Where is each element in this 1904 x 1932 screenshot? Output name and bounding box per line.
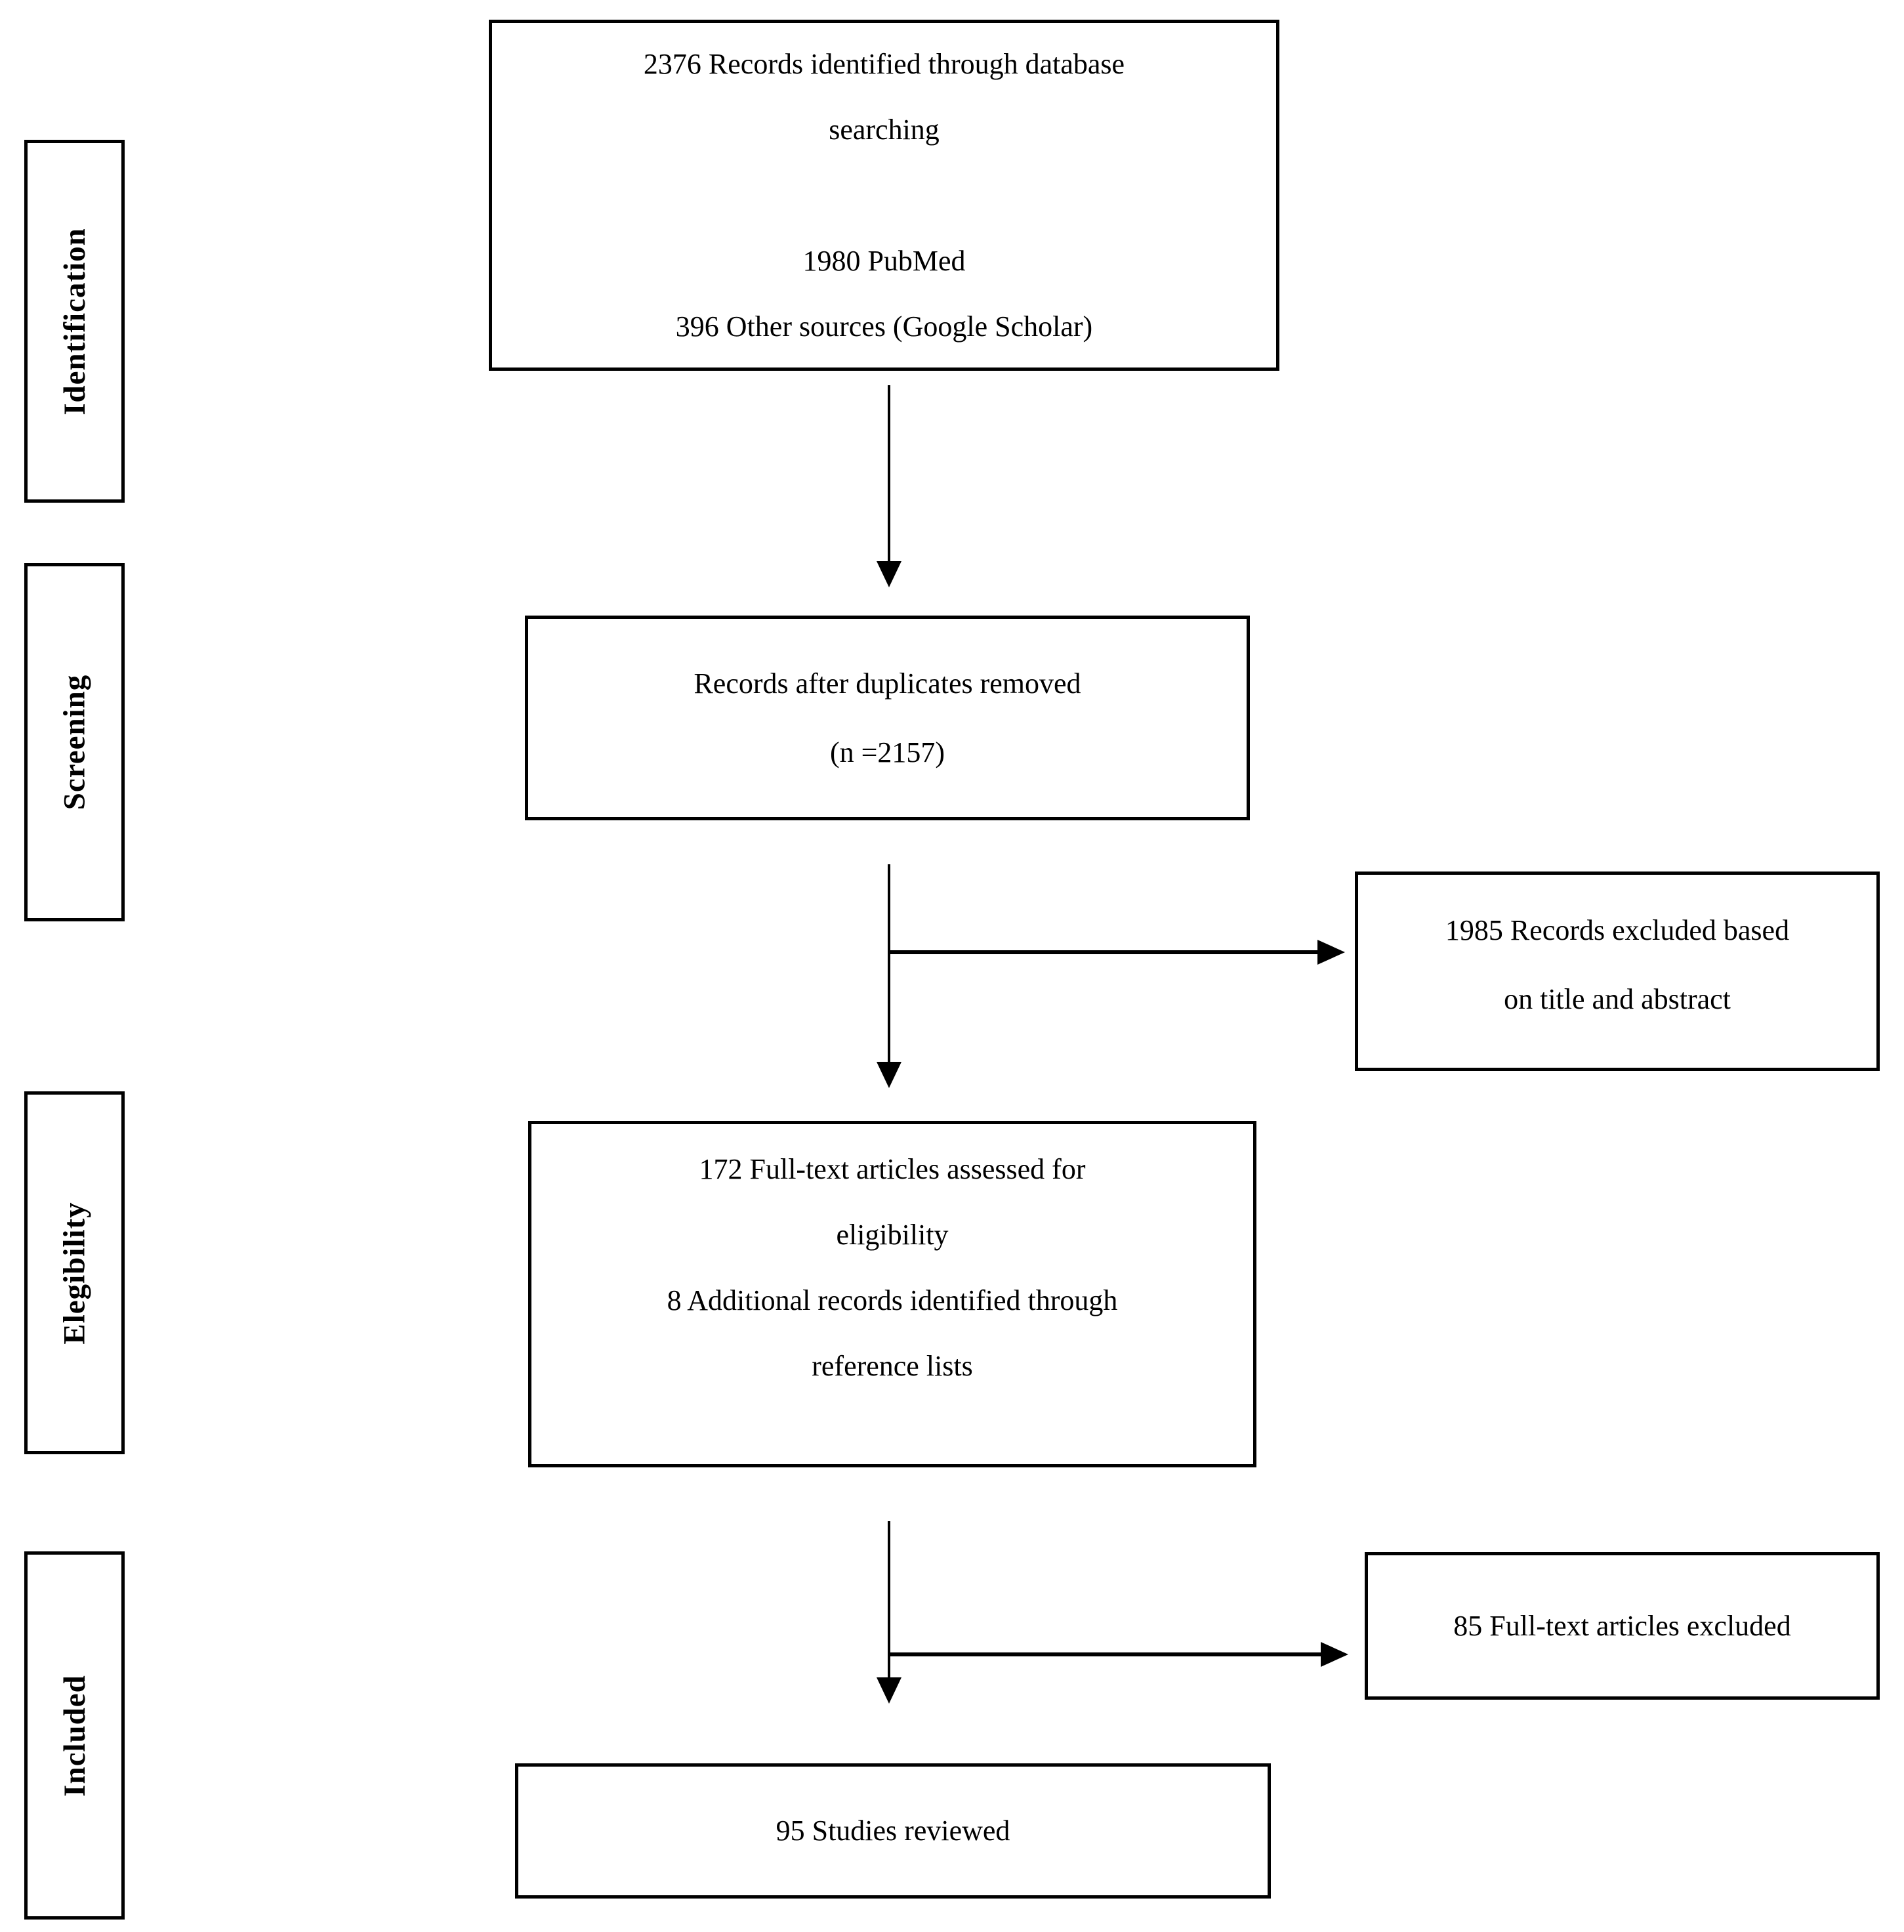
box-studies-reviewed: 95 Studies reviewed xyxy=(515,1763,1271,1899)
arrowhead-right-icon xyxy=(1321,1642,1348,1667)
box-duplicates-removed: Records after duplicates removed (n =215… xyxy=(525,616,1250,820)
stage-label-elegibility: Elegibility xyxy=(57,1201,92,1345)
box-text-line: searching xyxy=(829,113,940,146)
stage-label-screening: Screening xyxy=(57,674,92,810)
box-text-line: 1985 Records excluded based xyxy=(1445,914,1790,946)
arrowhead-down-icon xyxy=(877,561,901,587)
arrowhead-down-icon xyxy=(877,1677,901,1704)
stage-label-identification: Identification xyxy=(57,227,92,415)
box-text-line: (n =2157) xyxy=(829,736,945,768)
arrowhead-right-icon xyxy=(1317,940,1345,965)
box-text-line: 2376 Records identified through database xyxy=(643,47,1125,80)
box-text-line: 8 Additional records identified through xyxy=(667,1284,1118,1316)
box-fulltext-excluded: 85 Full-text articles excluded xyxy=(1365,1552,1880,1700)
stage-box-included: Included xyxy=(24,1551,125,1920)
box-records-identified: 2376 Records identified through database… xyxy=(489,20,1279,371)
arrowhead-down-icon xyxy=(877,1062,901,1088)
arrow-line-to-fulltext-excluded xyxy=(889,1652,1322,1656)
stage-label-included: Included xyxy=(57,1674,92,1797)
arrow-line-identified-to-duplicates xyxy=(888,385,890,562)
box-text-line: eligibility xyxy=(836,1219,949,1251)
box-records-excluded-title-abstract: 1985 Records excluded based on title and… xyxy=(1355,872,1880,1071)
arrow-line-to-excluded-title-abstract xyxy=(889,950,1319,954)
stage-box-identification: Identification xyxy=(24,140,125,503)
box-fulltext-assessed: 172 Full-text articles assessed for elig… xyxy=(528,1121,1256,1467)
box-text-line: on title and abstract xyxy=(1504,983,1731,1015)
box-text-line: reference lists xyxy=(812,1350,973,1382)
stage-box-screening: Screening xyxy=(24,563,125,921)
box-text-line: 1980 PubMed xyxy=(802,244,966,277)
arrow-line-fulltext-to-reviewed xyxy=(888,1521,890,1677)
box-text-line: 95 Studies reviewed xyxy=(776,1815,1010,1847)
stage-box-elegibility: Elegibility xyxy=(24,1091,125,1454)
box-text-line: 396 Other sources (Google Scholar) xyxy=(675,310,1093,343)
box-text-line: 172 Full-text articles assessed for xyxy=(699,1153,1086,1185)
box-text-line: 85 Full-text articles excluded xyxy=(1453,1610,1791,1642)
box-text-line: Records after duplicates removed xyxy=(693,667,1081,700)
arrow-line-duplicates-to-fulltext xyxy=(888,864,890,1063)
